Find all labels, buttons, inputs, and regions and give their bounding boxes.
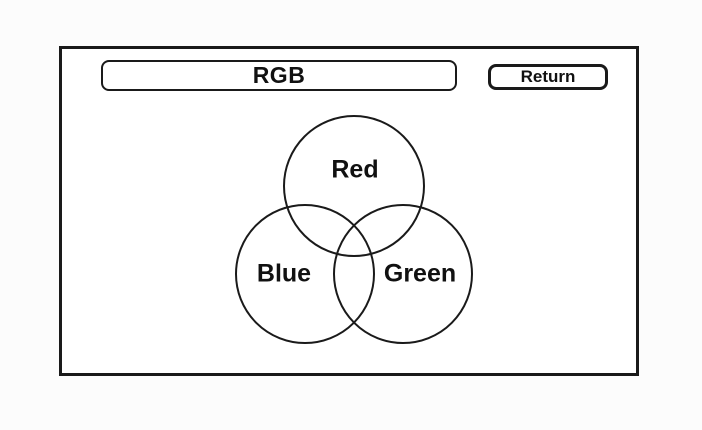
rgb-venn-diagram: Red Blue Green <box>62 49 636 373</box>
venn-label-blue: Blue <box>256 259 312 288</box>
venn-circle-green <box>333 204 473 344</box>
venn-label-green: Green <box>383 259 457 288</box>
return-button[interactable]: Return <box>488 64 608 90</box>
screen-panel: RGB Return Red Blue Green <box>59 46 639 376</box>
rgb-title-button[interactable]: RGB <box>101 60 457 91</box>
venn-label-red: Red <box>331 155 379 184</box>
